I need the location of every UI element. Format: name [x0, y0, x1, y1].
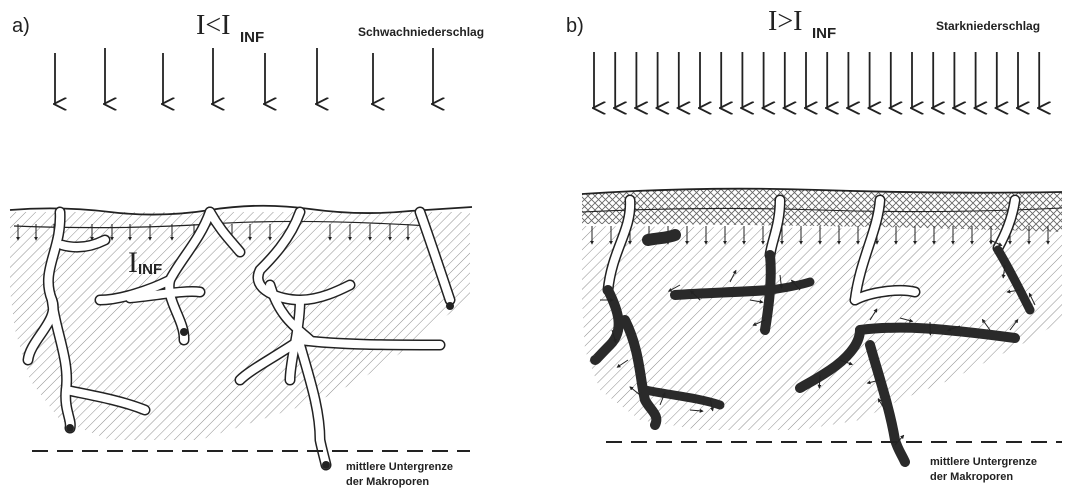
panel-b-condition-sub: INF — [812, 25, 836, 42]
panel-b: b) I>I INF Starkniederschlag — [566, 6, 1062, 483]
outflow-arrow — [819, 375, 820, 388]
panel-b-depth-label-2: der Makroporen — [930, 471, 1013, 483]
panel-a-depth-label-1: mittlere Untergrenze — [346, 461, 453, 473]
panel-b-condition: I>I INF — [768, 6, 836, 42]
panel-a-condition: I<I INF — [196, 10, 264, 46]
panel-b-rain-label: Starkniederschlag — [936, 19, 1040, 33]
panel-a: a) I<I INF Schwachniederschlag — [10, 10, 484, 488]
panel-b-soil-body — [582, 226, 1062, 430]
panel-b-depth-label-1: mittlere Untergrenze — [930, 456, 1037, 468]
panel-b-condition-main: I>I — [768, 6, 802, 37]
panel-a-label: a) — [12, 15, 30, 37]
panel-b-rain-arrows — [594, 52, 1039, 108]
panel-a-depth-label-2: der Makroporen — [346, 476, 429, 488]
panel-a-surface-label-main: I — [128, 246, 138, 279]
panel-b-label: b) — [566, 15, 584, 37]
panel-a-rain-label: Schwachniederschlag — [358, 25, 484, 39]
panel-a-surface-label-sub: INF — [138, 261, 162, 278]
panel-a-condition-sub: INF — [240, 29, 264, 46]
panel-a-condition-main: I<I — [196, 10, 230, 41]
panel-a-rain-arrows — [55, 48, 433, 104]
